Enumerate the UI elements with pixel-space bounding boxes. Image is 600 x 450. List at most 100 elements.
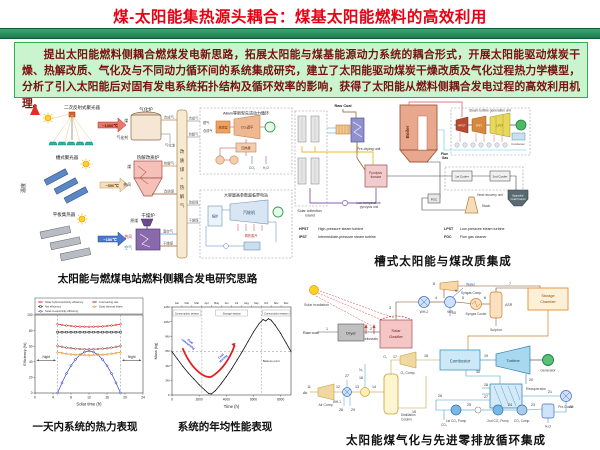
data-marker [105, 347, 109, 350]
data-marker [39, 300, 42, 304]
gasifier-label: Solar [391, 328, 401, 333]
co2-comp-label: CO₂ Comp. [514, 419, 530, 423]
hru-label: Heat recovery unit [477, 193, 503, 197]
data-marker [110, 372, 113, 375]
data-marker [101, 325, 104, 328]
data-marker [262, 318, 264, 321]
stream-number: 1 [326, 327, 328, 331]
gasifier-label: Gasifier [389, 334, 403, 339]
month-label: Jul [235, 301, 239, 305]
allam-cycle-box: Allam等新型先进动力循环 燃气 合成气 燃烧室 CO₂透平 回热器 CO₂ … [199, 107, 293, 175]
y-tick-label: 20 [29, 376, 33, 380]
stream-number: 13 [355, 385, 359, 389]
generator-icon [264, 121, 276, 133]
water-separator [541, 403, 555, 419]
legend-abbr: HPST [299, 227, 309, 231]
data-marker [83, 350, 86, 354]
stream-number: 8 [433, 282, 435, 286]
turbine-label: Turbine [506, 358, 520, 363]
syngas-compressor [439, 280, 459, 292]
data-marker [87, 349, 91, 353]
pyrolysis-label: furnace [371, 175, 382, 179]
stream-number: 29 [351, 408, 355, 412]
caption-chart-annual: 系统的年均性能表现 [177, 421, 273, 433]
stream-label: H₂O [263, 166, 270, 170]
stream-label: 热风 [123, 182, 131, 187]
night-label: Night [128, 355, 136, 359]
data-marker [274, 324, 276, 326]
o2-comp-label: O₂ Comp. [401, 371, 416, 375]
steam-turbine-unit: Steam turbine generation unit HPST IPST … [450, 107, 531, 156]
data-marker [119, 344, 122, 347]
x-axis-label: Solar time (h) [76, 402, 102, 407]
stream-number: 3 [389, 306, 391, 310]
summary-text: 提出太阳能燃料侧耦合燃煤发电新思路，拓展太阳能与煤基能源动力系统的耦合形式，开展… [22, 49, 580, 110]
stream-number: 10 [452, 311, 456, 315]
data-marker [176, 358, 178, 360]
data-marker [65, 352, 68, 355]
data-marker [96, 331, 100, 334]
stream-number: 2 [370, 327, 372, 331]
wb-exchanger [444, 296, 456, 308]
y-tick-label: 0 [31, 391, 33, 395]
air-compressor [317, 383, 335, 401]
y-tick-label: 60 [29, 344, 33, 348]
stream-number: 5 [462, 296, 464, 300]
legend-box [34, 297, 144, 315]
stream-label: 改质煤 [164, 189, 175, 194]
h2o-label: H₂O [545, 425, 552, 429]
co2-label: CO₂ [441, 423, 448, 427]
y-tick-label: 10M [164, 320, 170, 324]
stream-label: 气化剂 [117, 135, 129, 140]
region-label-box [215, 309, 248, 317]
data-marker [74, 325, 77, 328]
data-marker [69, 324, 73, 328]
pyrolysis-furnace-box: Pyrolysis furnace Low-temperature pyroly… [357, 142, 388, 209]
data-marker [56, 350, 59, 354]
component-label: 锅炉 [212, 214, 218, 219]
cycle-title: 大容量高参数超临界电站 [224, 192, 268, 198]
balance-label: Balance point [263, 359, 280, 363]
data-marker [119, 391, 122, 395]
generator-icon [542, 354, 554, 366]
legend-label: Solar-to-electricity efficiency [45, 309, 79, 313]
data-marker [242, 350, 244, 352]
x-tick-label: 12 [87, 396, 91, 400]
co2-lines [435, 370, 567, 423]
heat-exchanger [335, 124, 351, 135]
x-axis-label: Time (h) [224, 404, 240, 409]
ltpu-label: Low-temperature [357, 201, 381, 205]
temp-label: ~550℃ [105, 183, 119, 188]
arrowhead-icon [122, 359, 125, 362]
data-marker [114, 381, 118, 385]
wb-label: WB [447, 310, 453, 314]
recuperator-box: Recuperator [489, 383, 547, 409]
pre-drying-label: Pre-drying unit [357, 147, 380, 151]
region-label-box [262, 309, 291, 317]
data-marker [83, 353, 86, 357]
data-marker [87, 353, 91, 357]
svg-text:Solar collection islan: Solar collection island [297, 209, 322, 218]
data-marker [93, 304, 96, 308]
svg-text:Pyrolysis furnace: Pyrolysis furnace [369, 171, 383, 179]
condenser-label: Condenser [511, 142, 525, 146]
data-marker [110, 331, 113, 334]
month-label: Sep [254, 301, 259, 305]
main-steam-line [408, 101, 463, 117]
y-axis-label: Mass (kg) [154, 342, 158, 359]
stream-number: 4 [435, 296, 437, 300]
data-marker [105, 331, 109, 334]
data-marker [87, 331, 91, 334]
data-marker [65, 324, 68, 327]
arrowhead-icon [36, 359, 39, 362]
data-marker [92, 331, 95, 334]
caption-gas-diagram: 太阳能煤气化与先进零排放循环集成 [346, 435, 546, 447]
gasifier-furnace: 气化炉 煤 气化剂 合成气 气化渣 [117, 106, 177, 148]
y-tick-label: 6M [165, 349, 170, 353]
data-marker [119, 350, 122, 354]
data-marker [92, 325, 95, 328]
bus-bar-label: 改质煤+热解气 [180, 148, 185, 208]
data-marker [78, 347, 82, 351]
y-tick-label: 8M [165, 334, 170, 338]
data-marker [69, 347, 73, 350]
